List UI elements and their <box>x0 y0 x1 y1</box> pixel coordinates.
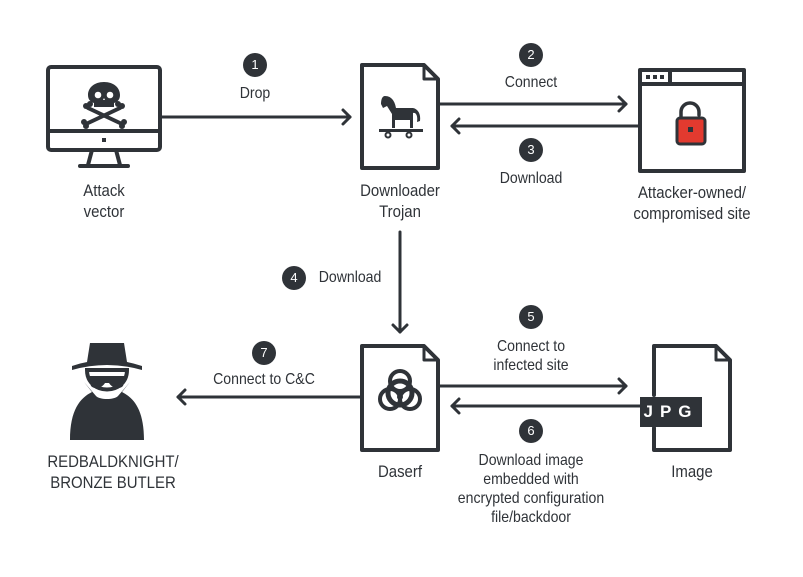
browser-dot <box>653 75 657 79</box>
browser-dot <box>660 75 664 79</box>
label-line: vector <box>83 202 125 221</box>
label-line: Downloader <box>360 181 440 200</box>
daserf-file-fold <box>422 344 440 362</box>
arrow-download-3-head <box>450 117 461 135</box>
browser-window <box>638 68 746 173</box>
arrow-connect-infected-head <box>617 377 628 395</box>
step-badge-1: 1 <box>243 53 267 77</box>
label-line: Connect to <box>496 338 566 355</box>
step-label-1: Drop <box>239 85 271 102</box>
label-line: Trojan <box>379 202 421 221</box>
label-line: Daserf <box>377 462 423 481</box>
browser-unlocked-icon <box>638 68 746 173</box>
step-badge-3: 3 <box>519 138 543 162</box>
label-line: Attack <box>83 181 125 200</box>
arrow-download-image-head <box>450 397 461 415</box>
lock-keyhole <box>688 127 693 132</box>
computer-skull-icon <box>46 65 162 168</box>
lock-shackle <box>679 101 701 122</box>
label-line: file/backdoor <box>491 509 571 526</box>
spy-icon <box>70 343 144 440</box>
label-line: compromised site <box>633 204 751 223</box>
downloader-file-fold <box>422 63 440 81</box>
step-badge-7: 7 <box>252 341 276 365</box>
biohazard-icon <box>378 369 422 411</box>
step-badge-4: 4 <box>282 266 306 290</box>
label-line: Image <box>671 462 713 481</box>
trojan-horse-icon <box>379 96 423 139</box>
skull-icon <box>81 82 127 129</box>
image-file-fold <box>714 344 732 362</box>
browser-dot <box>646 75 650 79</box>
daserf-file-outline <box>360 344 440 452</box>
downloader-file-outline <box>360 63 440 170</box>
step-label-6: Download image embedded with encrypted c… <box>447 451 614 527</box>
daserf-label: Daserf <box>356 461 444 482</box>
arrows <box>160 95 642 415</box>
step-label-5: Connect to infected site <box>469 337 592 375</box>
label-line: REDBALDKNIGHT/ <box>47 452 179 471</box>
step-label-2: Connect <box>504 74 558 91</box>
arrow-connect-head <box>617 95 628 113</box>
step-label-3: Download <box>499 170 563 187</box>
jpg-badge: JPG <box>640 397 702 427</box>
downloader-trojan-label: Downloader Trojan <box>347 180 453 222</box>
arrow-download-4-head <box>391 323 409 334</box>
label-line: BRONZE BUTLER <box>50 473 176 492</box>
step-badge-5: 5 <box>519 305 543 329</box>
step-badge-6: 6 <box>519 419 543 443</box>
step-badge-2: 2 <box>519 43 543 67</box>
label-line: Attacker-owned/ <box>637 183 747 202</box>
monitor-power-dot <box>102 138 106 142</box>
monitor-screen <box>46 65 162 152</box>
arrow-drop-head <box>341 108 352 126</box>
image-label: Image <box>648 461 736 482</box>
label-line: encrypted configuration <box>457 490 605 507</box>
arrow-cnc-head <box>176 388 187 406</box>
step-label-7: Connect to C&C <box>213 371 315 388</box>
attacker-site-label: Attacker-owned/ compromised site <box>622 182 763 224</box>
label-line: embedded with <box>483 471 579 488</box>
label-line: Download image <box>478 452 584 469</box>
monitor-stand <box>86 148 122 167</box>
actor-label: REDBALDKNIGHT/ BRONZE BUTLER <box>47 451 179 493</box>
label-line: infected site <box>493 357 569 374</box>
step-label-4: Download <box>318 269 382 286</box>
attack-vector-label: Attack vector <box>60 180 148 222</box>
